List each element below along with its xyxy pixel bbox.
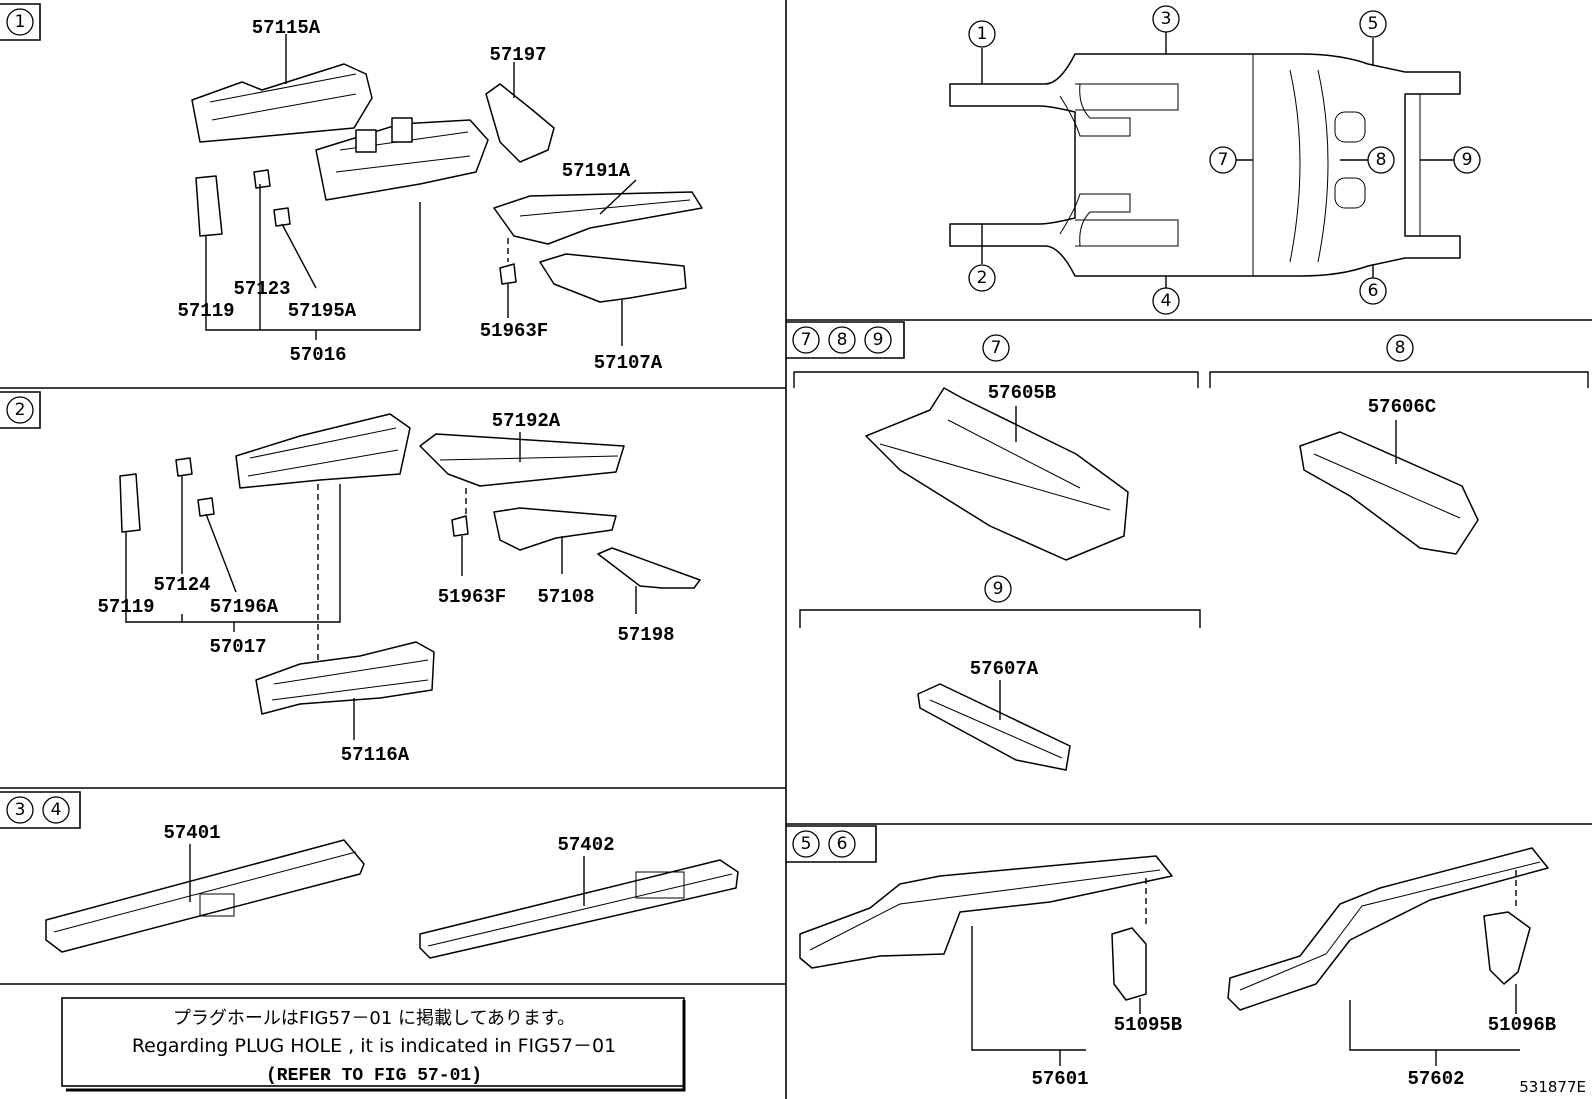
section-5-6-parts <box>799 847 1549 1011</box>
overview-callouts: 1 2 3 4 5 6 7 8 9 <box>968 5 1481 315</box>
part-label: 57605B <box>988 382 1056 404</box>
part-label: 57607A <box>970 658 1039 680</box>
svg-text:6: 6 <box>1368 281 1379 301</box>
svg-text:6: 6 <box>837 834 848 854</box>
section-7-8-9-parts <box>865 387 1479 771</box>
frame-overview <box>949 53 1461 277</box>
svg-text:4: 4 <box>51 800 62 820</box>
part-label: 51096B <box>1488 1014 1556 1036</box>
part-label: 57197 <box>489 44 546 66</box>
svg-text:1: 1 <box>977 24 988 44</box>
part-label: 57119 <box>177 300 234 322</box>
part-label: 57124 <box>153 574 210 596</box>
svg-text:9: 9 <box>1462 150 1473 170</box>
plug-hole-note: プラグホールはFIG57－01 に掲載してあります。 Regarding PLU… <box>61 997 686 1092</box>
section-7-8-9-brackets <box>793 371 1589 628</box>
part-label: 57602 <box>1407 1068 1464 1090</box>
section-tag-1: 1 <box>0 3 41 41</box>
figure-id: 531877E <box>1519 1078 1586 1096</box>
part-label: 57191A <box>562 160 631 182</box>
part-label: 51963F <box>438 586 506 608</box>
section-5-6-leaders <box>971 870 1520 1066</box>
part-label: 57016 <box>289 344 346 366</box>
section-2-parts <box>119 413 701 715</box>
part-label: 57123 <box>233 278 290 300</box>
section-tag-7-8-9: 7 8 9 <box>786 321 905 359</box>
section-7-8-9-leaders: 7 8 9 <box>982 334 1414 720</box>
part-labels: 57115A 57197 57191A 57123 57119 57195A 5… <box>97 17 1556 1090</box>
section-tag-3-4: 3 4 <box>0 791 81 829</box>
svg-text:1: 1 <box>15 12 26 32</box>
part-label: 57198 <box>617 624 674 646</box>
section-1-leaders <box>205 34 637 346</box>
svg-text:9: 9 <box>873 330 884 350</box>
part-label: 57107A <box>594 352 663 374</box>
part-label: 57116A <box>341 744 410 766</box>
part-label: 57108 <box>537 586 594 608</box>
part-label: 57192A <box>492 410 561 432</box>
svg-text:7: 7 <box>1218 150 1229 170</box>
part-label: 57601 <box>1031 1068 1088 1090</box>
svg-text:9: 9 <box>993 579 1004 599</box>
part-label: 57401 <box>163 822 220 844</box>
note-english: Regarding PLUG HOLE , it is indicated in… <box>132 1035 616 1057</box>
svg-text:5: 5 <box>1368 14 1379 34</box>
svg-text:8: 8 <box>1395 338 1406 358</box>
svg-text:7: 7 <box>991 338 1002 358</box>
svg-text:8: 8 <box>1376 150 1387 170</box>
section-2-leaders <box>125 432 637 740</box>
section-3-4-parts <box>45 839 739 959</box>
svg-text:3: 3 <box>1161 9 1172 29</box>
part-label: 57115A <box>252 17 321 39</box>
section-1-parts <box>191 63 703 303</box>
svg-text:5: 5 <box>801 834 812 854</box>
svg-text:4: 4 <box>1161 291 1172 311</box>
part-label: 51095B <box>1114 1014 1182 1036</box>
part-label: 57402 <box>557 834 614 856</box>
svg-text:2: 2 <box>977 268 988 288</box>
note-refer: (REFER TO FIG 57-01) <box>266 1066 482 1086</box>
section-3-4-leaders <box>189 844 585 906</box>
part-label: 57195A <box>288 300 357 322</box>
svg-text:8: 8 <box>837 330 848 350</box>
part-label: 51963F <box>480 320 548 342</box>
part-label: 57606C <box>1368 396 1436 418</box>
svg-text:3: 3 <box>15 800 26 820</box>
note-japanese: プラグホールはFIG57－01 に掲載してあります。 <box>173 1008 575 1029</box>
part-label: 57119 <box>97 596 154 618</box>
part-label: 57196A <box>210 596 279 618</box>
part-label: 57017 <box>209 636 266 658</box>
section-tag-5-6: 5 6 <box>786 825 877 863</box>
section-tag-2: 2 <box>0 391 41 429</box>
svg-text:2: 2 <box>15 400 26 420</box>
svg-text:7: 7 <box>801 330 812 350</box>
